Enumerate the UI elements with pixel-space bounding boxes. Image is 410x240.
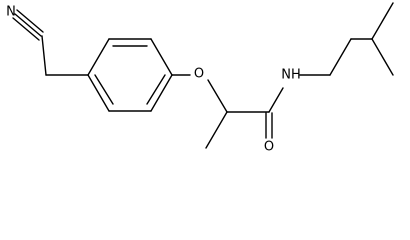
ring-double-bond-b	[146, 74, 166, 105]
nitrile-triple-bond-2	[16, 9, 44, 33]
cyanomethyl-bond	[41, 35, 47, 76]
ring-bond-4	[150, 74, 173, 112]
nitrile-nitrogen-label: N	[6, 5, 16, 20]
ether-oxygen-label: O	[194, 67, 204, 82]
isopentyl-chain	[329, 2, 394, 76]
oxygen-alpha-carbon-bond	[207, 79, 228, 113]
nitrile-triple-bond-3	[12, 17, 40, 41]
backbone	[171, 74, 331, 149]
ring-double-bond-c	[94, 74, 114, 105]
benzene-ring	[87, 38, 173, 112]
molecule-structure: N O NH O	[6, 2, 394, 155]
carbonyl-nitrogen-bond	[268, 87, 284, 113]
chain-bond-1	[329, 38, 352, 76]
carbonyl-oxygen-label: O	[264, 140, 274, 155]
nitrile-group	[12, 9, 89, 76]
ring-bond-6	[87, 74, 110, 112]
alpha-carbon-methyl-bond	[205, 111, 228, 149]
chain-bond-3	[371, 38, 394, 76]
ring-bond-1	[87, 38, 110, 76]
ring-bond-3	[150, 38, 173, 76]
nitrile-triple-bond-1	[14, 13, 42, 37]
amide-nitrogen-label: NH	[281, 68, 301, 83]
chain-bond-4	[371, 2, 394, 40]
